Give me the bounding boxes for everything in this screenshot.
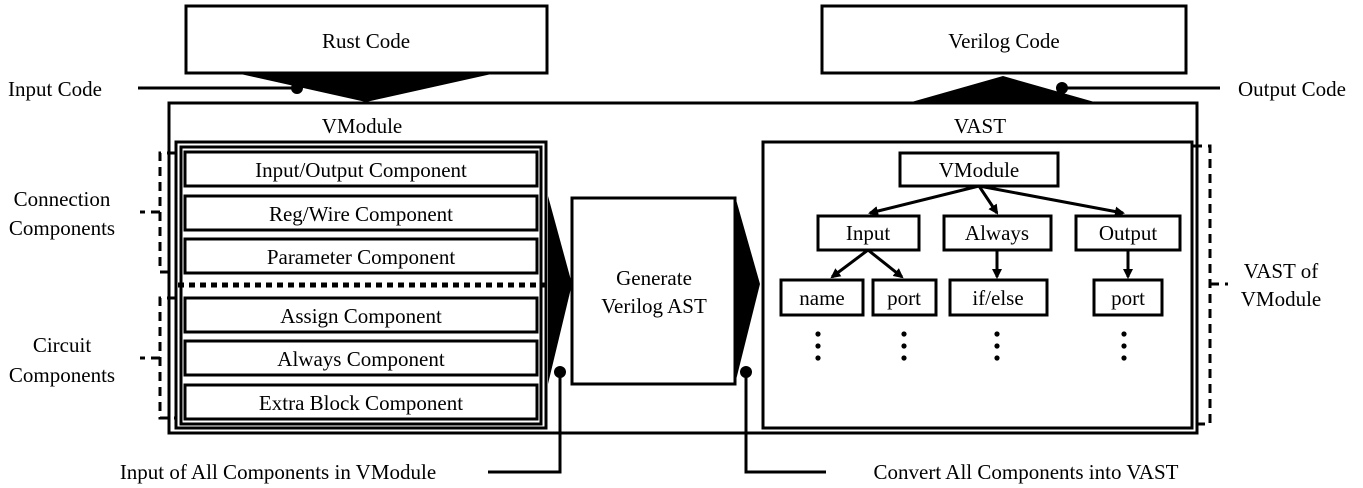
- rust-code-box: Rust Code: [184, 4, 549, 75]
- generate-label-line1: Generate: [616, 266, 692, 290]
- vast-node-port-label: port: [1111, 286, 1145, 310]
- vmodule-to-generate-arrow: [548, 196, 572, 384]
- generate-to-vast-arrow: [735, 196, 760, 384]
- vast-node-name: [779, 278, 865, 317]
- vast-node-output-label: Output: [1099, 221, 1158, 245]
- rust-code-funnel: [236, 73, 496, 102]
- circuit-group-label-line1: Circuit: [33, 333, 91, 357]
- convert-all-leader: [744, 372, 826, 474]
- vast-node-always-label: Always: [965, 221, 1029, 245]
- rust-code-label: Rust Code: [322, 29, 410, 53]
- vast-title: VAST: [954, 114, 1006, 138]
- tree-edge: [977, 185, 999, 215]
- component-box: [183, 194, 539, 232]
- component-label: Always Component: [277, 347, 445, 371]
- component-label: Parameter Component: [267, 245, 456, 269]
- vast-node-input: [816, 214, 921, 252]
- circuit-component-list: Assign Component Always Component Extra …: [183, 296, 539, 421]
- tree-edge: [867, 248, 904, 279]
- output-code-label: Output Code: [1238, 77, 1346, 101]
- tree-edge: [868, 184, 980, 216]
- component-label: Extra Block Component: [259, 391, 463, 415]
- connection-group-label-line2: Components: [9, 216, 115, 240]
- outer-frame: [167, 101, 1199, 435]
- component-box: [183, 383, 539, 421]
- vast-node-root-label: VModule: [939, 158, 1020, 182]
- tree-edge: [978, 184, 1125, 217]
- vast-node-input-label: Input: [846, 221, 890, 245]
- vast-of-vmodule-label-line2: VModule: [1241, 287, 1322, 311]
- vast-node-ifelse-label: if/else: [972, 286, 1023, 310]
- vast-node-port: [871, 278, 938, 317]
- vast-node-port: [1092, 278, 1164, 317]
- component-box: [183, 237, 539, 275]
- component-label: Reg/Wire Component: [269, 202, 453, 226]
- vast-container: [761, 140, 1194, 430]
- verilog-code-box: Verilog Code: [820, 4, 1188, 75]
- tree-edge: [830, 248, 869, 279]
- vast-node-ifelse: [948, 278, 1049, 317]
- connection-group-label-line1: Connection: [14, 187, 111, 211]
- component-box: [183, 339, 539, 377]
- circuit-group-label-line2: Components: [9, 363, 115, 387]
- component-label: Input/Output Component: [255, 158, 467, 182]
- verilog-code-funnel: [908, 76, 1098, 103]
- input-all-label: Input of All Components in VModule: [120, 460, 436, 484]
- continuation-ellipsis: [815, 331, 1127, 361]
- vmodule-title: VModule: [322, 114, 403, 138]
- verilog-code-label: Verilog Code: [948, 29, 1059, 53]
- vast-of-vmodule-label-line1: VAST of: [1244, 259, 1319, 283]
- component-box: [183, 296, 539, 334]
- input-code-label: Input Code: [8, 77, 102, 101]
- input-all-leader: [488, 372, 562, 474]
- vast-node-root: [898, 151, 1060, 188]
- vast-node-port-label: port: [887, 286, 921, 310]
- component-label: Assign Component: [280, 304, 442, 328]
- vast-tree: VModule Input Always Output name port if…: [779, 151, 1182, 361]
- connection-component-list: Input/Output Component Reg/Wire Componen…: [183, 150, 539, 275]
- input-code-dot: [291, 82, 303, 94]
- generate-label-line2: Verilog AST: [601, 294, 707, 318]
- vast-node-name-label: name: [799, 286, 844, 310]
- convert-all-label: Convert All Components into VAST: [874, 460, 1179, 484]
- output-code-dot: [1056, 82, 1068, 94]
- component-box: [183, 150, 539, 188]
- generate-verilog-ast-box: Generate Verilog AST: [570, 196, 737, 386]
